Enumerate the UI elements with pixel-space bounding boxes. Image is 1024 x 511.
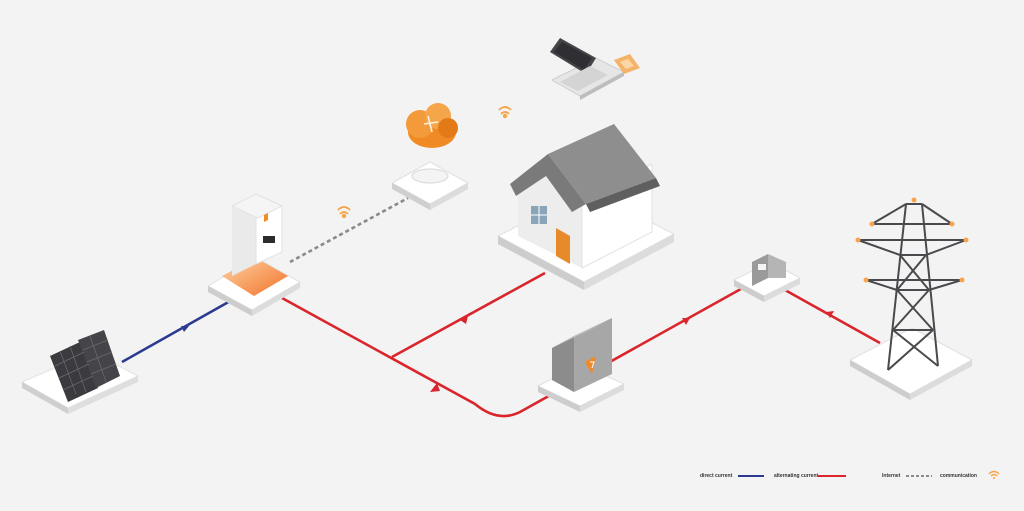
legend: direct current alternating current Inter…: [690, 468, 1020, 486]
flow-arrow: [181, 326, 189, 332]
ac-line-inverter-grid: [281, 283, 749, 418]
legend-direct-current-swatch: [738, 475, 764, 477]
house-icon: [496, 124, 676, 290]
dc-line-solar-inverter: [121, 298, 233, 364]
ac-line-meter-pylon: [784, 288, 881, 345]
legend-internet-label: Internet: [882, 473, 901, 479]
flow-arrow: [460, 316, 468, 324]
solar-panel-icon: [20, 330, 140, 414]
wifi-signal-icon: [988, 470, 1000, 479]
distribution-box-icon: [536, 318, 626, 412]
ac-line-branch-house: [391, 271, 546, 359]
legend-alternating-current-swatch: [818, 475, 846, 477]
meter-icon: [732, 254, 802, 302]
flow-arrow: [430, 383, 440, 392]
router-icon: [390, 161, 470, 210]
legend-communication-label: communication: [940, 473, 977, 479]
laptop-icon: [550, 38, 626, 100]
cloud-icon: [406, 103, 458, 148]
internet-line-inverter-router: [289, 196, 409, 264]
legend-internet-swatch: [906, 475, 932, 477]
phone-icon: [614, 54, 640, 74]
pylon-icon: [848, 197, 974, 400]
flow-arrow: [682, 318, 690, 325]
wifi-signal-icon: [337, 206, 351, 219]
legend-alternating-current-label: alternating current: [774, 473, 819, 479]
flow-arrow: [826, 311, 834, 318]
wifi-signal-icon: [498, 106, 512, 119]
inverter-icon: [206, 193, 302, 316]
legend-direct-current-label: direct current: [700, 473, 733, 479]
